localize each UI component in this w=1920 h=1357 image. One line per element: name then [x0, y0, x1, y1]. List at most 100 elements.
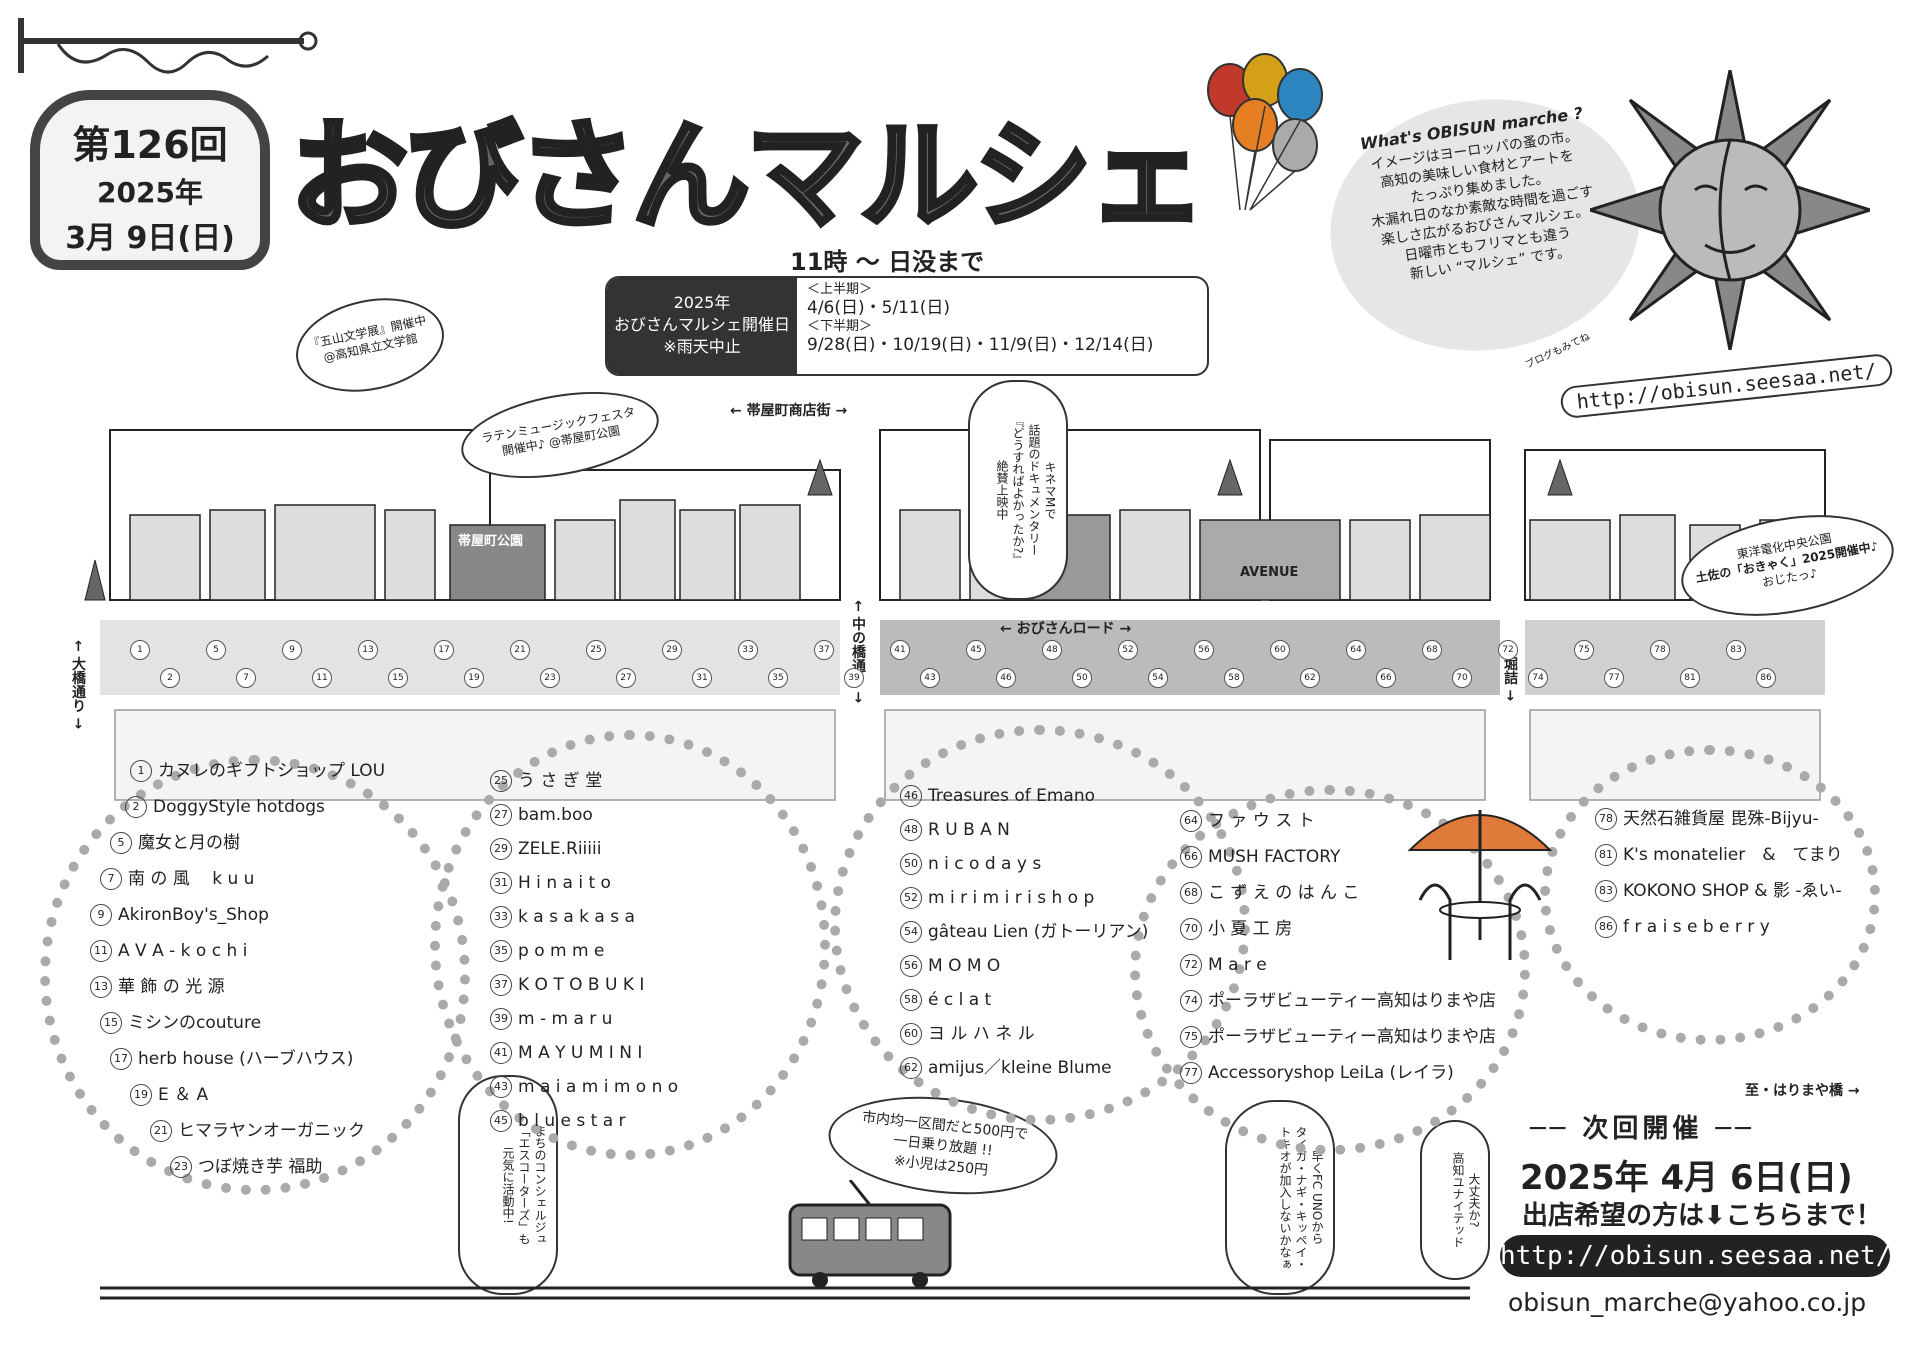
- shop-name: DoggyStyle hotdogs: [153, 797, 325, 817]
- kinema-line: 話題のドキュメンタリー: [1027, 424, 1041, 556]
- shop-name: amijus／kleine Blume: [928, 1058, 1112, 1078]
- shop-name: う さ ぎ 堂: [518, 771, 603, 791]
- stall-number: 52: [1118, 640, 1138, 660]
- edition-badge: 第126回 2025年 3月 9日(日): [30, 90, 270, 270]
- uno-line: 早くFC UNOから: [1310, 1150, 1324, 1245]
- schedule-dates: ＜上半期＞ 4/6(日)・5/11(日) ＜下半期＞ 9/28(日)・10/19…: [797, 278, 1163, 374]
- stall-number-badge: 66: [1180, 846, 1202, 868]
- shop-name: ヒマラヤンオーガニック: [178, 1121, 365, 1141]
- stall-number-badge: 62: [900, 1057, 922, 1079]
- concierge-line: まちのコンシェルジュ: [533, 1125, 547, 1245]
- page-title: おびさんマルシェ: [287, 105, 1208, 248]
- stall-number-badge: 74: [1180, 990, 1202, 1012]
- stall-number: 1: [130, 640, 150, 660]
- tram-rail-icon: [100, 1286, 1470, 1300]
- gozan-bubble: 『五山文学展』開催中 @高知県立文学館: [287, 285, 453, 405]
- shop-name: こ ず え の は ん こ: [1208, 883, 1360, 903]
- shop-name: ミシンのcouture: [128, 1013, 262, 1033]
- shop-name: é c l a t: [928, 990, 992, 1010]
- stall-number-badge: 58: [900, 989, 922, 1011]
- shop-name: つぼ焼き芋 福助: [198, 1157, 323, 1177]
- daijobu-line: 大丈夫か?: [1467, 1172, 1481, 1228]
- stall-number-badge: 56: [900, 955, 922, 977]
- shop-name: E ＆ A: [158, 1085, 209, 1105]
- stall-number: 9: [282, 640, 302, 660]
- shop-list-item: 58 é c l a t: [900, 989, 1148, 1011]
- dotted-ring-2: [430, 730, 830, 1160]
- uno-line: タイガ・ナギ・キッペイ・: [1294, 1125, 1308, 1270]
- shop-name: m - m a r u: [518, 1009, 613, 1029]
- stall-number-badge: 78: [1595, 808, 1617, 830]
- stall-number-badge: 17: [110, 1048, 132, 1070]
- stall-number-badge: 81: [1595, 844, 1617, 866]
- stall-number-badge: 9: [90, 904, 112, 926]
- stall-number-badge: 41: [490, 1042, 512, 1064]
- next-event-url-link[interactable]: http://obisun.seesaa.net/: [1500, 1235, 1891, 1277]
- stall-number: 15: [388, 668, 408, 688]
- stall-number-badge: 72: [1180, 954, 1202, 976]
- stall-number-badge: 75: [1180, 1026, 1202, 1048]
- next-event-date: 2025年 4月 6日(日): [1520, 1158, 1853, 1198]
- shop-list-item: 78 天然石雑貨屋 毘殊-Bijyu-: [1595, 808, 1843, 830]
- shop-name: m a i a m i m o n o: [518, 1077, 679, 1097]
- schedule-box: 2025年 おびさんマルシェ開催日 ※雨天中止 ＜上半期＞ 4/6(日)・5/1…: [605, 276, 1209, 376]
- contact-email-link[interactable]: obisun_marche@yahoo.co.jp: [1508, 1288, 1867, 1317]
- stall-number: 33: [738, 640, 758, 660]
- stall-number: 62: [1300, 668, 1320, 688]
- stall-number: 23: [540, 668, 560, 688]
- shop-name: 天然石雑貨屋 毘殊-Bijyu-: [1623, 809, 1819, 829]
- avenue-sign: AVENUE: [1240, 565, 1299, 580]
- dotted-ring-4: [1130, 785, 1530, 1155]
- stall-number: 50: [1072, 668, 1092, 688]
- schedule-label-year: 2025年: [673, 293, 731, 312]
- event-date: 3月 9日(日): [65, 221, 235, 256]
- stall-number-badge: 46: [900, 785, 922, 807]
- shop-name: M A Y U M I N I: [518, 1043, 643, 1063]
- stall-number-badge: 54: [900, 921, 922, 943]
- stall-number-badge: 48: [900, 819, 922, 841]
- parasol-table-icon: [1407, 810, 1553, 960]
- next-event-note: 出店希望の方は⬇こちらまで！: [1522, 1201, 1882, 1231]
- stall-number: 72: [1498, 640, 1518, 660]
- event-hours: 11時 〜 日没まで: [790, 248, 985, 276]
- stall-number: 75: [1574, 640, 1594, 660]
- stall-number-badge: 68: [1180, 882, 1202, 904]
- shop-name: H i n a i t o: [518, 873, 611, 893]
- shop-name: K O T O B U K I: [518, 975, 645, 995]
- stall-number-badge: 45: [490, 1110, 512, 1132]
- stall-number: 56: [1194, 640, 1214, 660]
- stall-number-badge: 21: [150, 1120, 172, 1142]
- first-half-dates: 4/6(日)・5/11(日): [807, 298, 951, 318]
- stall-number-badge: 50: [900, 853, 922, 875]
- stall-number: 81: [1680, 668, 1700, 688]
- stall-number-badge: 13: [90, 976, 112, 998]
- stall-number-badge: 70: [1180, 918, 1202, 940]
- stall-number: 70: [1452, 668, 1472, 688]
- edition-number: 第126回: [72, 123, 228, 167]
- stall-number-badge: 25: [490, 770, 512, 792]
- stall-number: 86: [1756, 668, 1776, 688]
- second-half-heading: ＜下半期＞: [807, 319, 873, 334]
- stall-number-badge: 52: [900, 887, 922, 909]
- stall-number-badge: 1: [130, 760, 152, 782]
- shop-list-item: 62 amijus／kleine Blume: [900, 1057, 1148, 1079]
- stall-number-badge: 83: [1595, 880, 1617, 902]
- stall-number: 43: [920, 668, 940, 688]
